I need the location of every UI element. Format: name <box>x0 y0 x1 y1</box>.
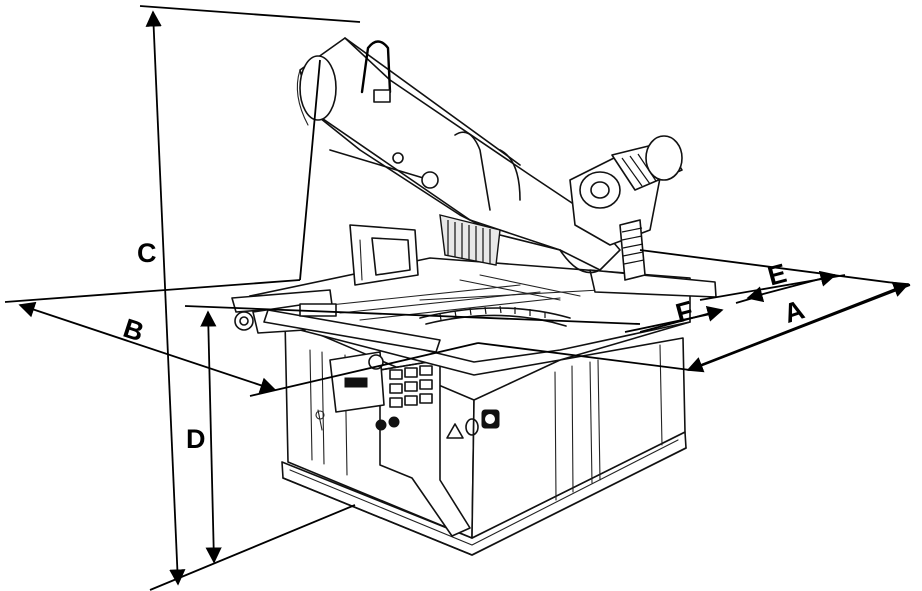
label-e: E <box>765 258 790 292</box>
panel-buttons <box>375 365 433 431</box>
motor <box>559 135 683 281</box>
vise-jaw <box>349 224 419 286</box>
dimension-c-line <box>145 10 186 586</box>
label-d: D <box>186 424 206 454</box>
dimension-a-line <box>686 281 910 373</box>
label-f: F <box>673 295 697 328</box>
dimension-d-line <box>200 310 222 564</box>
label-a: A <box>780 294 808 329</box>
control-panel <box>375 359 500 537</box>
dimension-e-line <box>746 270 837 303</box>
dimension-b-line <box>18 301 277 394</box>
dimension-f-line <box>639 305 724 333</box>
saw-bow <box>296 37 621 271</box>
angle-scale <box>419 307 571 319</box>
warning-triangle-icon <box>446 423 464 439</box>
cabinet-right-face <box>471 337 686 539</box>
indicator-circle-icon <box>465 418 479 436</box>
label-c: C <box>137 238 157 268</box>
cabinet-panel-lines <box>309 344 663 501</box>
dimension-lines <box>4 5 911 591</box>
panel-symbols <box>446 409 500 439</box>
label-b: B <box>120 313 148 348</box>
band-saw-machine <box>231 37 717 556</box>
